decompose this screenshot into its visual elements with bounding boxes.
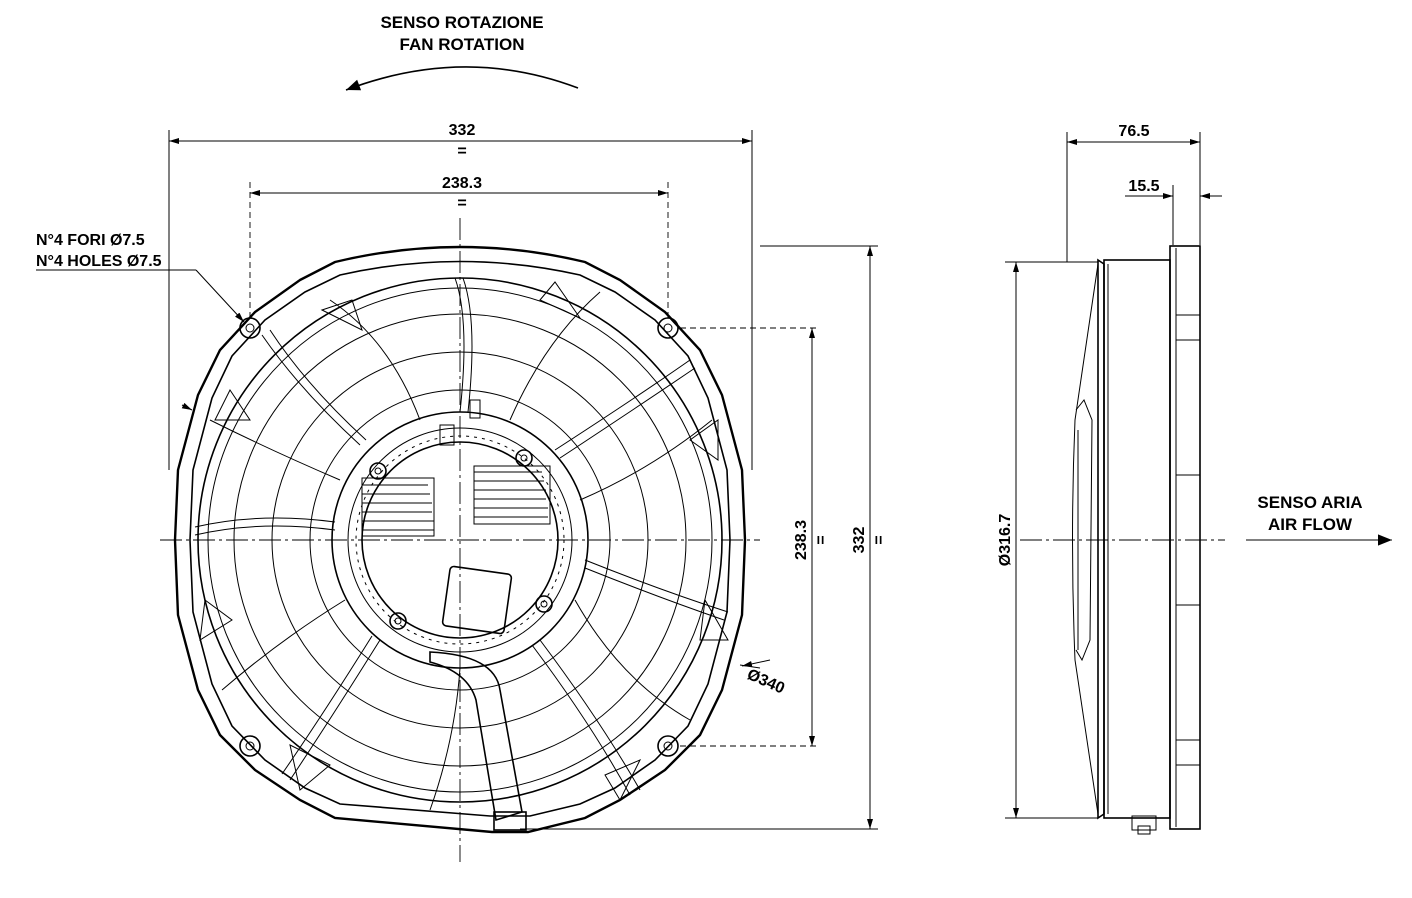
dim-depth: 76.5 — [1118, 123, 1149, 140]
mounting-holes — [239, 317, 679, 757]
front-view: 332 = 238.3 = 238.3 = 332 = Ø340 — [36, 122, 888, 862]
dim-side-diameter: Ø316.7 — [997, 514, 1014, 567]
outer-housing — [173, 245, 747, 834]
dim-overall-width: 332 — [449, 122, 476, 139]
dim-hole-spacing-height: 238.3 — [793, 520, 810, 560]
mounting-flange — [1169, 245, 1201, 830]
dimension-hole-spacing-width: 238.3 = — [250, 175, 668, 212]
dim-outer-diameter: Ø340 — [744, 666, 787, 697]
hub-screws — [369, 449, 553, 630]
svg-text:=: = — [457, 195, 466, 212]
dimension-flange-depth: 15.5 — [1125, 178, 1222, 199]
airflow-indicator: SENSO ARIA AIR FLOW — [1246, 493, 1392, 546]
cable-arm — [429, 651, 527, 831]
motor-housing-profile — [1097, 258, 1105, 820]
dimension-overall-width: 332 = — [169, 122, 752, 160]
dim-overall-height: 332 — [851, 527, 868, 554]
rotation-indicator: SENSO ROTAZIONE FAN ROTATION — [345, 13, 579, 91]
dim-flange-depth: 15.5 — [1128, 178, 1159, 195]
connector-tab — [1131, 815, 1157, 835]
mounting-hole — [239, 735, 261, 757]
airflow-label-line2: AIR FLOW — [1268, 515, 1353, 534]
rotation-label-line1: SENSO ROTAZIONE — [380, 13, 543, 32]
support-struts — [194, 277, 729, 811]
rotation-label-line2: FAN ROTATION — [400, 35, 525, 54]
dimension-hole-spacing-height: 238.3 = — [793, 328, 830, 746]
dimension-side-diameter: Ø316.7 — [997, 262, 1019, 818]
airflow-label-line1: SENSO ARIA — [1257, 493, 1362, 512]
rotation-arrow — [345, 66, 579, 91]
motor-hub — [355, 399, 565, 645]
holes-label-line2: N°4 HOLES Ø7.5 — [36, 253, 162, 270]
mounting-hole — [657, 317, 679, 339]
dimension-depth: 76.5 — [1067, 123, 1200, 145]
holes-label-line1: N°4 FORI Ø7.5 — [36, 232, 145, 249]
svg-text:=: = — [813, 535, 830, 544]
svg-text:=: = — [457, 143, 466, 160]
dim-hole-spacing-width: 238.3 — [442, 175, 482, 192]
svg-text:=: = — [871, 535, 888, 544]
mounting-hole — [657, 735, 679, 757]
holes-callout: N°4 FORI Ø7.5 N°4 HOLES Ø7.5 — [36, 232, 245, 323]
dimension-overall-height: 332 = — [851, 246, 888, 829]
shroud-body — [1103, 259, 1171, 819]
product-label-plate — [441, 565, 513, 635]
mounting-hole — [239, 317, 261, 339]
side-view: 76.5 15.5 Ø316.7 SENSO ARIA AIR FLOW — [997, 123, 1392, 835]
